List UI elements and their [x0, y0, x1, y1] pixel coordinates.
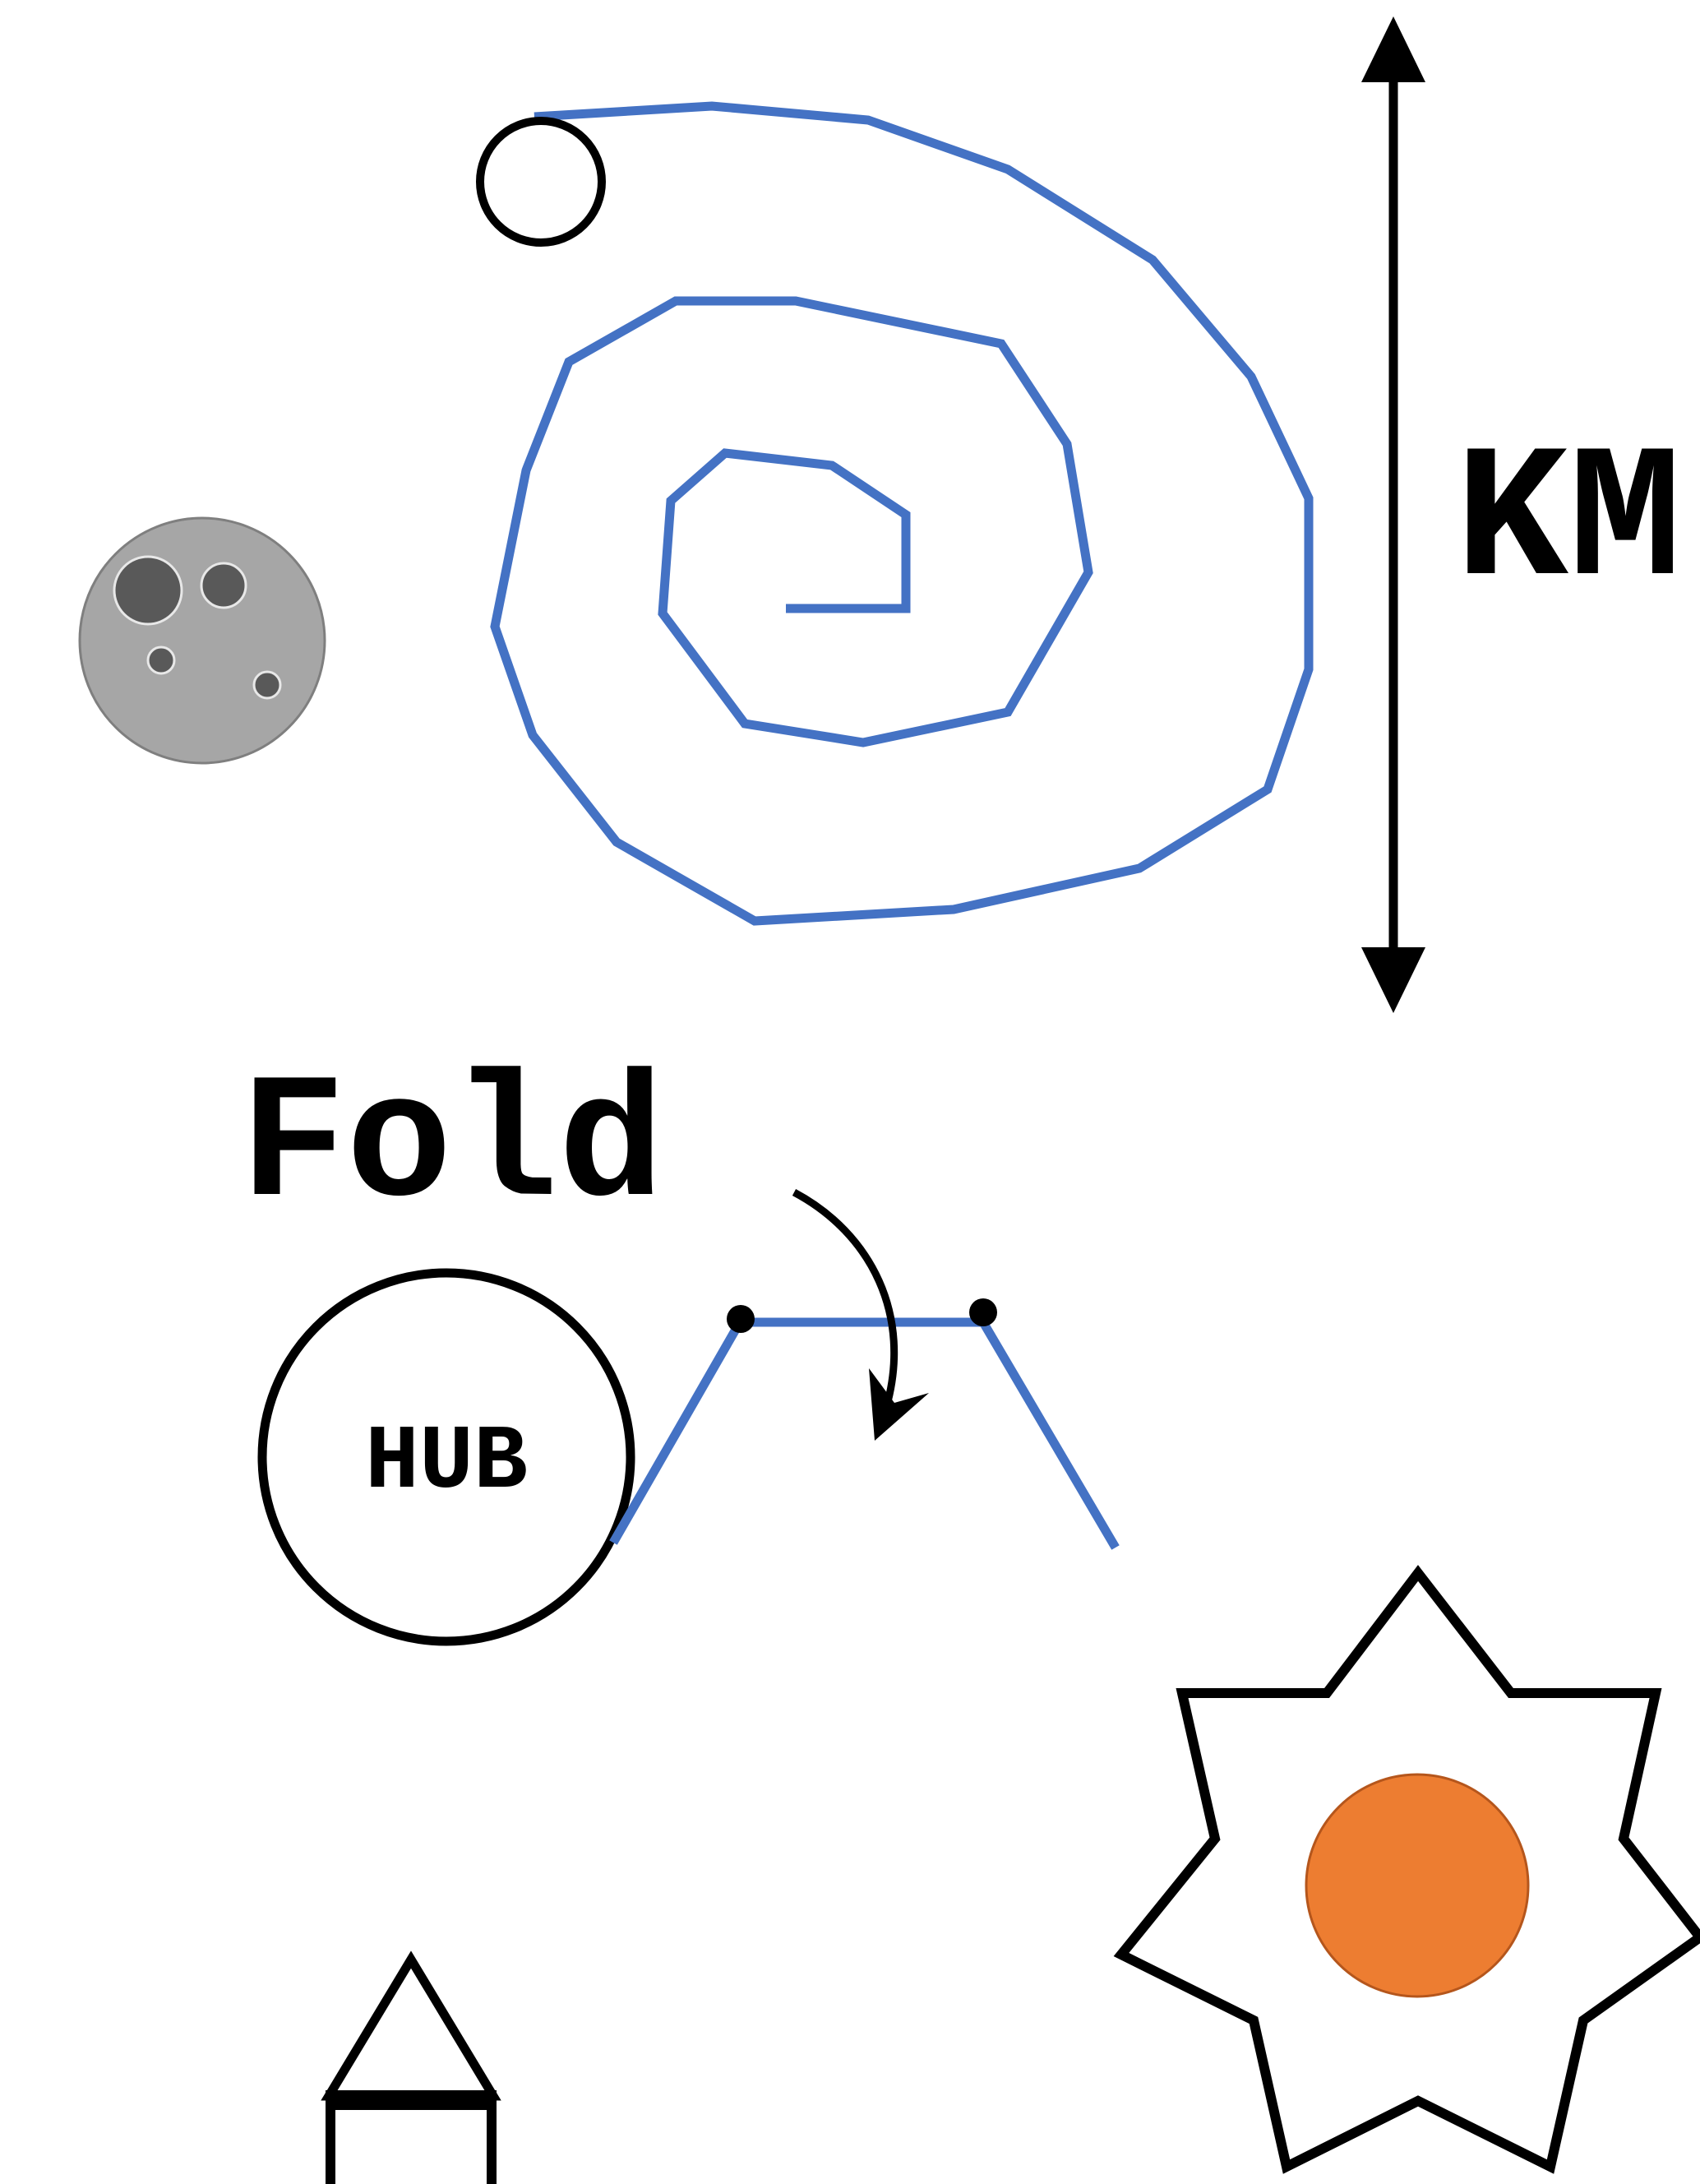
spiral-path [490, 101, 1314, 926]
moon-icon [78, 516, 326, 765]
star-sun-icon [1113, 1565, 1700, 2174]
fold-point-right [969, 1298, 997, 1326]
fold-arrow [792, 1189, 929, 1441]
fold-label: Fold [240, 1047, 664, 1247]
house-icon [321, 1950, 501, 2184]
km-label: KM [1455, 417, 1682, 631]
spiral-start-circle [476, 117, 606, 247]
vertical-double-arrow [1361, 16, 1425, 1013]
hub-label: HUB [365, 1412, 528, 1515]
fold-line [609, 1317, 1120, 1550]
hub-circle [257, 1268, 635, 1646]
fold-point-left [727, 1305, 755, 1333]
